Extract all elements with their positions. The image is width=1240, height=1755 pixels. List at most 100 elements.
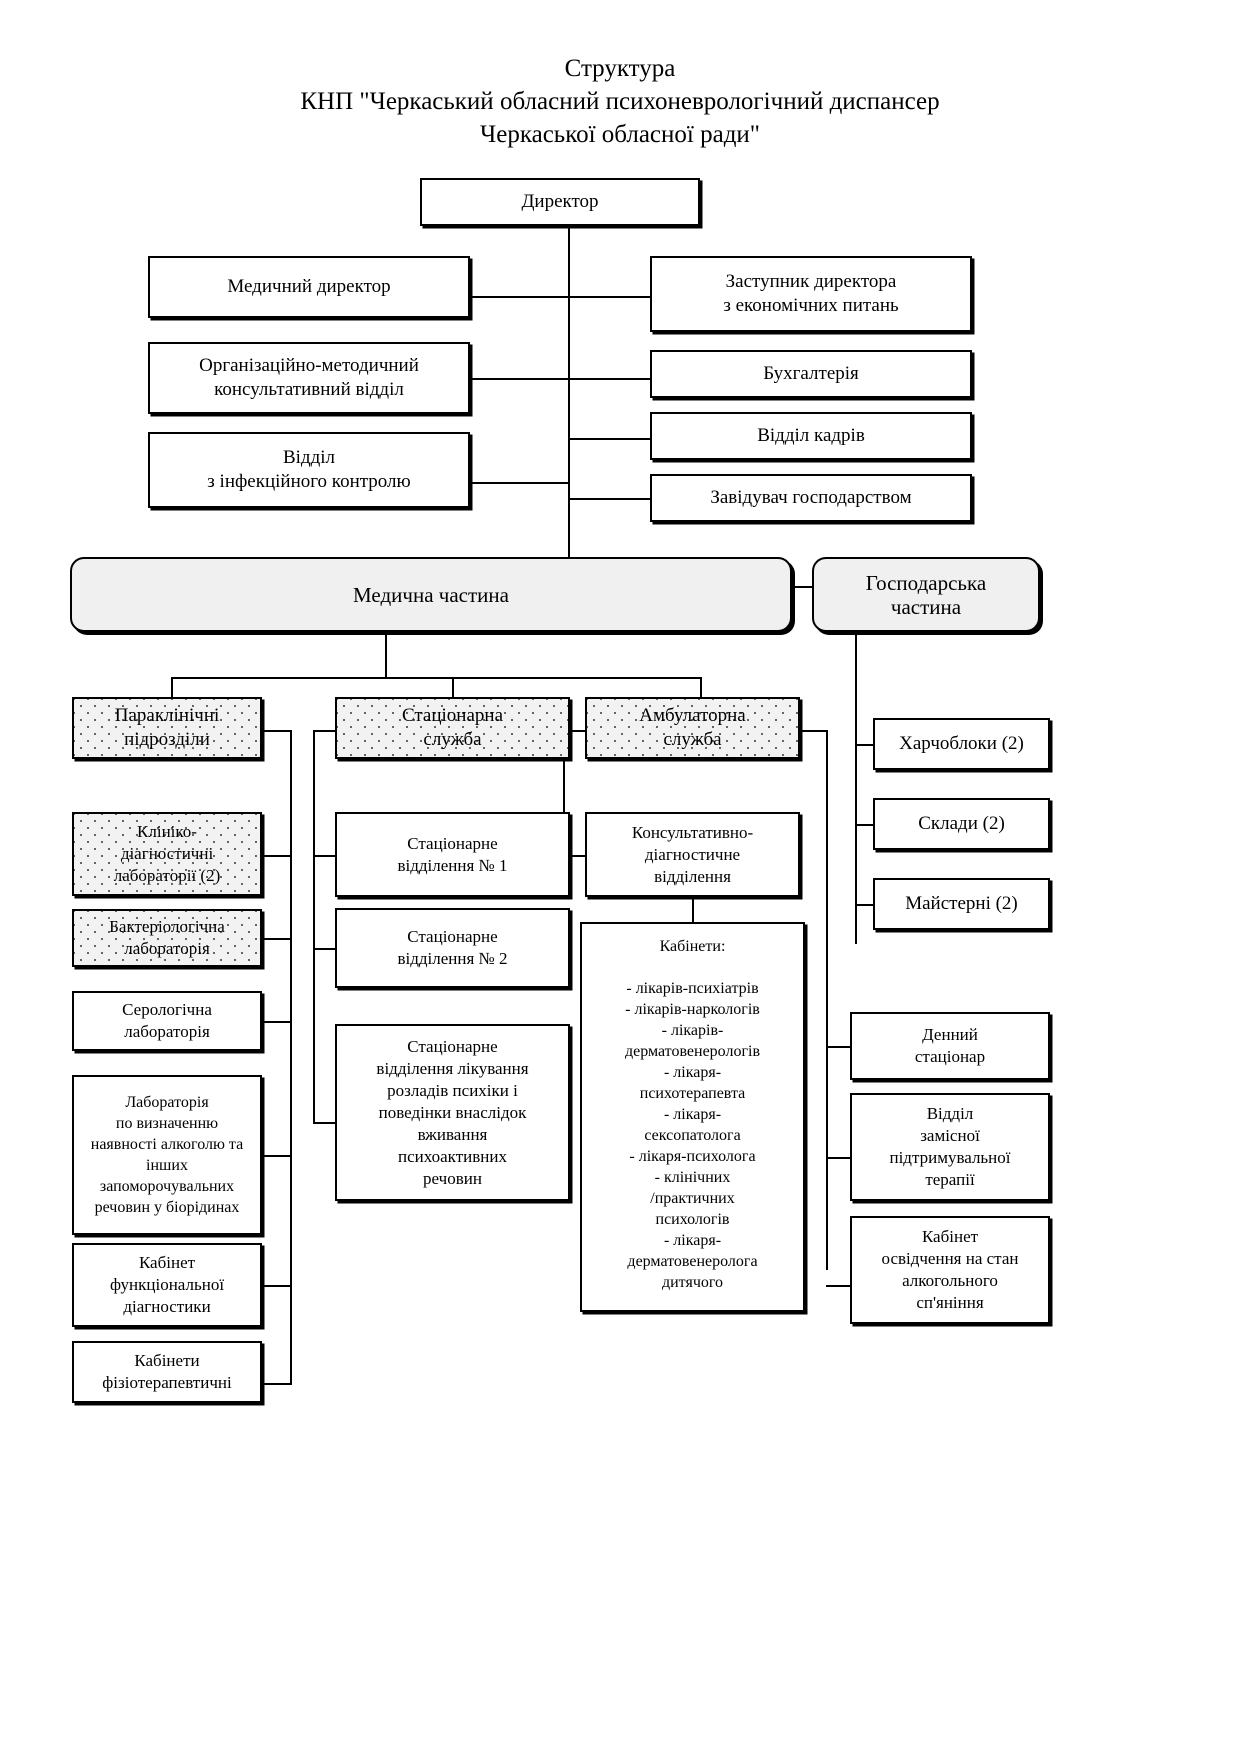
connector-to-serology-lab	[262, 1021, 292, 1023]
title-line-2: КНП "Черкаський обласний психоневрологіч…	[300, 88, 940, 115]
node-inpatient-service-label: Стаціонарна служба	[401, 705, 504, 750]
node-org-method-dept-label: Організаційно-методичний консультативний…	[199, 355, 419, 400]
node-intoxication-exam-room-label: Кабінет освідчення на стан алкогольного …	[881, 1227, 1019, 1312]
node-substitution-therapy-label: Відділ замісної підтримувальної терапії	[889, 1104, 1011, 1189]
node-alcohol-lab-label: Лабораторія по визначенню наявності алко…	[90, 1094, 244, 1216]
connector-economic-part-down	[855, 632, 857, 662]
node-infection-control-label: Відділ з інфекційного контролю	[207, 447, 411, 492]
connector-to-bacteriology-lab	[262, 938, 292, 940]
connector-to-food-units	[855, 744, 873, 746]
node-inpatient-dept-1-label: Стаціонарне відділення № 1	[397, 833, 508, 875]
node-warehouses-label: Склади (2)	[918, 813, 1005, 834]
node-accounting-label: Бухгалтерія	[763, 363, 859, 384]
node-alcohol-lab[interactable]: Лабораторія по визначенню наявності алко…	[72, 1075, 262, 1235]
node-functional-diagnostics-label: Кабінет функціональної діагностики	[109, 1253, 225, 1316]
node-bacteriology-lab-label: Бактеріологічна лабораторія	[109, 917, 225, 958]
connector-to-intoxication-exam-room	[826, 1285, 850, 1287]
title-line-1: Структура	[564, 55, 676, 82]
node-food-units-label: Харчоблоки (2)	[899, 733, 1024, 754]
node-paraclinical-label: Параклінічні підрозділи	[114, 705, 220, 750]
node-hr-dept-label: Відділ кадрів	[757, 425, 865, 446]
node-physiotherapy-rooms[interactable]: Кабінети фізіотерапевтичні	[72, 1341, 262, 1403]
connector-to-functional-diagnostics	[262, 1285, 292, 1287]
connector-inpatient-bus	[313, 730, 315, 1122]
node-cabinets-list[interactable]: Кабінети: - лікарів-психіатрів - лікарів…	[580, 922, 805, 1312]
node-substitution-therapy[interactable]: Відділ замісної підтримувальної терапії	[850, 1093, 1050, 1201]
title-line-3: Черкаської обласної ради"	[479, 121, 761, 148]
node-inpatient-dept-2[interactable]: Стаціонарне відділення № 2	[335, 908, 570, 988]
node-inpatient-dept-psychoactive[interactable]: Стаціонарне відділення лікування розладі…	[335, 1024, 570, 1201]
node-inpatient-service[interactable]: Стаціонарна служба	[335, 697, 570, 759]
connector-to-outpatient-service	[700, 677, 702, 697]
node-facility-manager-label: Завідувач господарством	[710, 487, 912, 508]
node-inpatient-dept-psychoactive-label: Стаціонарне відділення лікування розладі…	[376, 1036, 529, 1188]
node-serology-lab-label: Серологічна лабораторія	[122, 1000, 212, 1041]
connector-outpatient-right-top	[800, 730, 828, 732]
page-title: Структура КНП "Черкаський обласний психо…	[0, 52, 1240, 151]
node-inpatient-dept-1[interactable]: Стаціонарне відділення № 1	[335, 812, 570, 897]
node-accounting[interactable]: Бухгалтерія	[650, 350, 972, 398]
connector-economic-bus	[855, 662, 857, 944]
node-medical-director-label: Медичний директор	[227, 276, 391, 297]
node-director[interactable]: Директор	[420, 178, 700, 226]
node-medical-part-label: Медична частина	[353, 582, 509, 607]
connector-to-warehouses	[855, 824, 873, 826]
node-day-hospital[interactable]: Денний стаціонар	[850, 1012, 1050, 1080]
connector-to-hr-dept	[568, 438, 650, 440]
node-warehouses[interactable]: Склади (2)	[873, 798, 1050, 850]
connector-to-facility-manager	[568, 498, 650, 500]
node-economic-part-label: Господарська частина	[865, 570, 987, 619]
node-medical-part[interactable]: Медична частина	[70, 557, 792, 632]
node-cabinets-list-label: Кабінети: - лікарів-психіатрів - лікарів…	[624, 938, 761, 1291]
connector-director-spine	[568, 226, 570, 586]
node-infection-control[interactable]: Відділ з інфекційного контролю	[148, 432, 470, 508]
node-consult-diagnostic-dept-label: Консультативно- діагностичне відділення	[631, 822, 754, 886]
connector-to-inpatient-dept-1	[313, 855, 335, 857]
connector-to-workshops	[855, 904, 873, 906]
node-outpatient-service-label: Амбулаторна служба	[639, 705, 746, 750]
node-bacteriology-lab[interactable]: Бактеріологічна лабораторія	[72, 909, 262, 967]
connector-paraclinical-top	[262, 730, 292, 732]
connector-medical-part-down	[385, 632, 387, 677]
node-serology-lab[interactable]: Серологічна лабораторія	[72, 991, 262, 1051]
connector-to-day-hospital	[826, 1046, 850, 1048]
connector-to-inpatient-dept-psychoactive	[313, 1122, 335, 1124]
node-hr-dept[interactable]: Відділ кадрів	[650, 412, 972, 460]
connector-to-paraclinical	[171, 677, 173, 697]
node-org-method-dept[interactable]: Організаційно-методичний консультативний…	[148, 342, 470, 414]
node-paraclinical[interactable]: Параклінічні підрозділи	[72, 697, 262, 759]
node-facility-manager[interactable]: Завідувач господарством	[650, 474, 972, 522]
connector-to-infection-control	[470, 482, 570, 484]
node-workshops[interactable]: Майстерні (2)	[873, 878, 1050, 930]
connector-paraclinical-bus	[290, 730, 292, 1383]
node-workshops-label: Майстерні (2)	[905, 893, 1018, 914]
connector-services-bar	[171, 677, 700, 679]
node-inpatient-dept-2-label: Стаціонарне відділення № 2	[397, 927, 508, 968]
node-economic-part[interactable]: Господарська частина	[812, 557, 1040, 632]
connector-inpatient-top	[313, 730, 335, 732]
connector-to-org-method-dept	[470, 378, 570, 380]
connector-to-clinical-labs	[262, 855, 292, 857]
node-physiotherapy-rooms-label: Кабінети фізіотерапевтичні	[102, 1351, 232, 1392]
connector-to-substitution-therapy	[826, 1157, 850, 1159]
connector-to-cabinets-list	[692, 897, 694, 922]
connector-outpatient-right-bus	[826, 730, 828, 1270]
node-deputy-economics[interactable]: Заступник директора з економічних питань	[650, 256, 972, 332]
node-day-hospital-label: Денний стаціонар	[914, 1025, 986, 1066]
node-medical-director[interactable]: Медичний директор	[148, 256, 470, 318]
connector-to-physiotherapy-rooms	[262, 1383, 292, 1385]
node-director-label: Директор	[521, 191, 599, 212]
node-outpatient-service[interactable]: Амбулаторна служба	[585, 697, 800, 759]
node-functional-diagnostics[interactable]: Кабінет функціональної діагностики	[72, 1243, 262, 1327]
node-clinical-labs[interactable]: Клініко- діагностичні лабораторії (2)	[72, 812, 262, 896]
node-intoxication-exam-room[interactable]: Кабінет освідчення на стан алкогольного …	[850, 1216, 1050, 1324]
connector-to-inpatient-dept-2	[313, 948, 335, 950]
connector-to-alcohol-lab	[262, 1155, 292, 1157]
node-consult-diagnostic-dept[interactable]: Консультативно- діагностичне відділення	[585, 812, 800, 897]
connector-to-accounting	[568, 378, 650, 380]
connector-to-inpatient-service	[452, 677, 454, 697]
node-deputy-economics-label: Заступник директора з економічних питань	[723, 271, 899, 316]
connector-outpatient-top	[563, 730, 585, 732]
node-food-units[interactable]: Харчоблоки (2)	[873, 718, 1050, 770]
